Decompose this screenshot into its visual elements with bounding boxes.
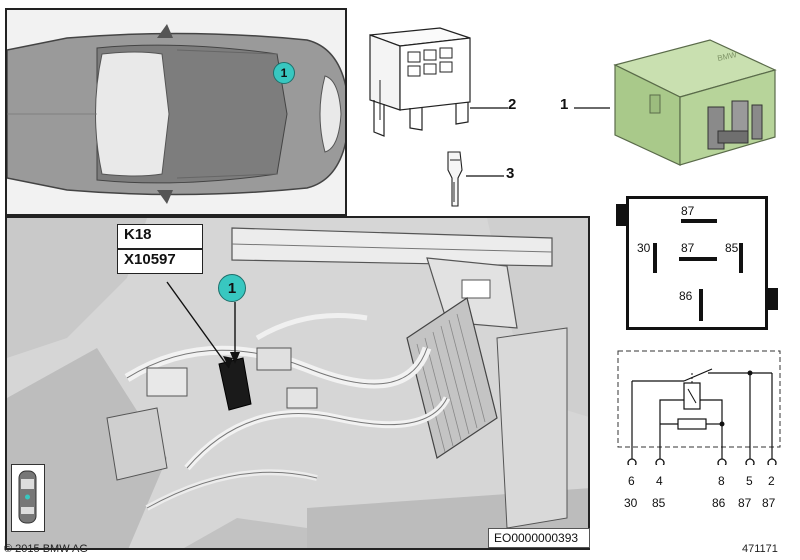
pin-bar-85 [739,243,743,273]
pin-bar-87-top [681,219,717,223]
diagram-number: 471171 [742,543,778,555]
pin-label-87-mid: 87 [681,241,695,255]
image-code: EO0000000393 [488,528,590,548]
schematic-term-1: 85 [652,496,666,510]
copyright-text: © 2015 BMW AG [4,543,88,555]
installation-view-panel [5,216,590,550]
schematic-num-3: 5 [746,474,753,488]
callout-3: 3 [506,165,515,182]
callout-1: 1 [560,96,569,113]
pin-label-85: 85 [725,241,739,255]
label-x10597: X10597 [117,249,203,274]
leader-line-1 [574,107,610,109]
schematic-num-1: 4 [656,474,663,488]
label-k18: K18 [117,224,203,249]
pinout-clip-right [766,288,778,310]
installation-marker-badge: 1 [218,274,246,302]
pinout-clip-left [616,204,628,226]
schematic-term-0: 30 [624,496,638,510]
location-marker-badge: 1 [273,62,295,84]
pin-label-30: 30 [637,241,651,255]
car-top-view [7,24,345,204]
schematic-num-4: 2 [768,474,775,488]
connector-housing-illustration [369,27,471,137]
vehicle-location-panel: 1 [5,8,347,216]
relay-circuit-schematic [617,350,781,465]
leader-line-2 [470,107,508,109]
pin-bar-30 [653,243,657,273]
svg-text:BMW: BMW [717,50,738,63]
schematic-term-4: 87 [762,496,776,510]
relay-illustration: BMW [613,39,777,166]
relay-pinout-box: 87 30 87 85 86 [626,196,768,330]
installation-illustration [7,218,588,548]
callout-2: 2 [508,96,517,113]
pin-label-86: 86 [679,289,693,303]
leader-line-3 [466,175,504,177]
pin-bar-86 [699,289,703,321]
vehicle-thumbnail [11,464,45,532]
terminal-pin-illustration [447,151,463,207]
schematic-term-3: 87 [738,496,752,510]
pin-bar-87-mid [679,257,717,261]
car-thumbnail-icon [18,470,37,524]
schematic-num-0: 6 [628,474,635,488]
schematic-num-2: 8 [718,474,725,488]
pin-label-87-top: 87 [681,204,695,218]
schematic-term-2: 86 [712,496,726,510]
